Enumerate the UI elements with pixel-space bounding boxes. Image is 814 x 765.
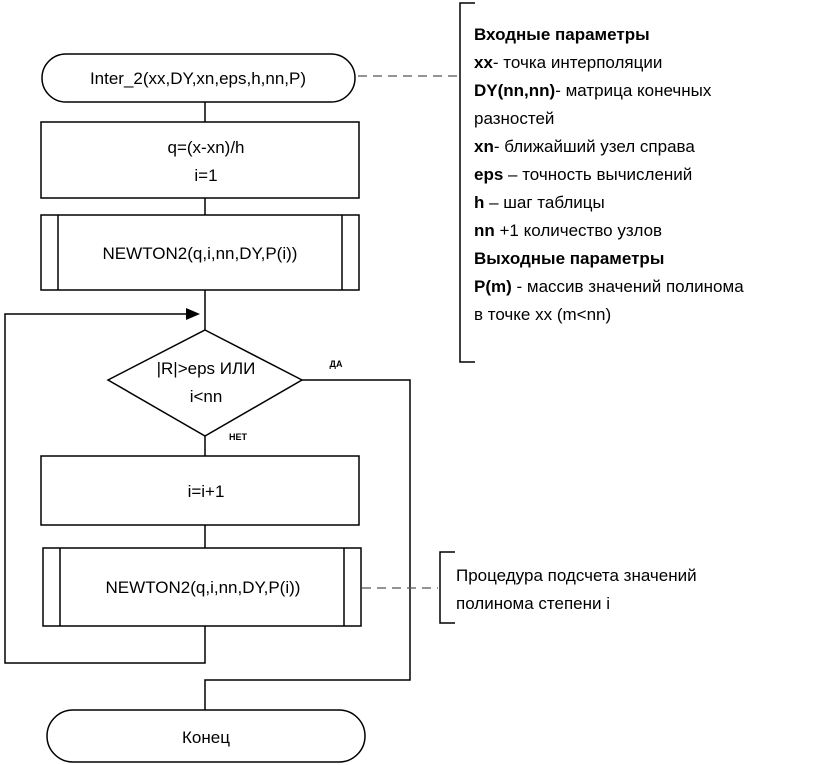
increment-process-block [40,455,360,526]
init-line-1: q=(x-xn)/h [168,138,245,157]
decision-diamond [106,329,304,437]
param-line: разностей [474,109,555,128]
param-line: P(m) - массив значений полинома [474,277,744,296]
param-line: xn- ближайший узел справа [474,137,695,156]
loop-back-connector [4,313,206,664]
newton-call-1-label: NEWTON2(q,i,nn,DY,P(i)) [103,244,298,263]
param-line: DY(nn,nn)- матрица конечных [474,81,712,100]
no-label: НЕТ [229,432,248,442]
param-line: xx- точка интерполяции [474,53,663,72]
decision-line-2: i<nn [190,387,223,406]
start-terminator [41,53,356,103]
newton-call-2-block [42,547,362,627]
loop-arrow-head [186,308,200,320]
newton-call-2-label: NEWTON2(q,i,nn,DY,P(i)) [106,578,301,597]
param-line: eps – точность вычислений [474,165,693,184]
yes-branch-connector [204,379,411,710]
yes-label: ДА [330,359,343,369]
decision-line-1: |R|>eps ИЛИ [157,359,256,378]
init-process-block [40,121,360,199]
procedure-annotation-bracket [439,551,455,624]
init-line-2: i=1 [194,166,217,185]
param-line: в точке xx (m<nn) [474,305,612,324]
start-label: Inter_2(xx,DY,xn,eps,h,nn,P) [90,69,306,88]
procedure-note: Процедура подсчета значений полинома сте… [456,562,697,618]
newton-call-1-block [40,214,360,291]
output-params-header: Выходные параметры [474,249,665,268]
procedure-note-line-1: Процедура подсчета значений [456,566,697,585]
parameters-note: Входные параметры xx- точка интерполяции… [474,21,744,329]
procedure-note-line-2: полинома степени i [456,594,611,613]
increment-label: i=i+1 [188,482,225,501]
param-line: nn +1 количество узлов [474,221,663,240]
end-label: Конец [182,728,230,747]
params-annotation-bracket [459,2,475,363]
param-line: h – шаг таблицы [474,193,605,212]
input-params-header: Входные параметры [474,25,650,44]
end-terminator [46,709,366,763]
